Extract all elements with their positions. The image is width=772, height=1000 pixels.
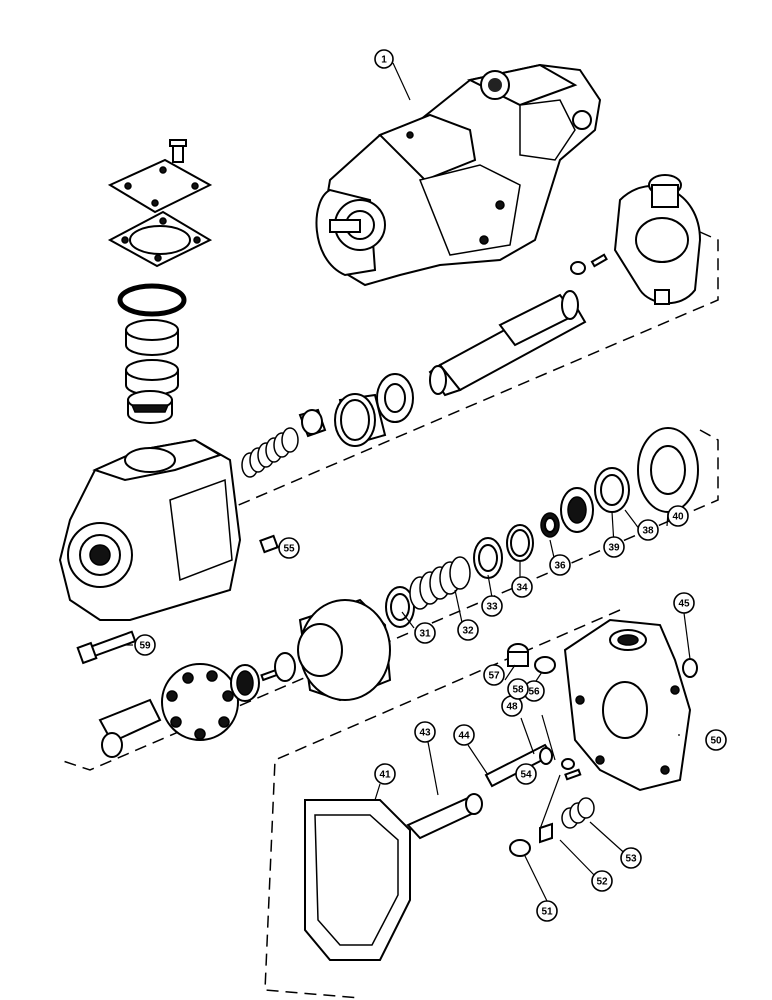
svg-text:53: 53 (625, 854, 637, 865)
svg-text:52: 52 (596, 877, 608, 888)
callout-1: 1 (374, 49, 394, 69)
svg-text:45: 45 (678, 599, 690, 610)
callout-32: 32 (457, 619, 479, 641)
callout-44: 44 (453, 724, 475, 746)
assembled-pump (315, 63, 602, 287)
callout-34: 34 (511, 576, 533, 598)
swashplate (570, 174, 702, 305)
svg-text:1: 1 (381, 55, 387, 66)
svg-text:31: 31 (419, 629, 431, 640)
svg-text:34: 34 (516, 583, 528, 594)
svg-text:48: 48 (506, 702, 518, 713)
callout-40: 40 (667, 505, 689, 527)
callout-41: 41 (374, 763, 396, 785)
svg-text:36: 36 (554, 561, 566, 572)
callout-51: 51 (536, 900, 558, 922)
shaft-bearings (298, 373, 414, 447)
svg-text:57: 57 (488, 671, 500, 682)
callout-33: 33 (481, 595, 503, 617)
input-shaft (428, 290, 587, 397)
callout-57: 57 (483, 664, 505, 686)
callout-59: 59 (134, 634, 156, 656)
svg-text:58: 58 (512, 685, 524, 696)
svg-text:43: 43 (419, 728, 431, 739)
svg-text:55: 55 (283, 544, 295, 555)
svg-text:44: 44 (458, 731, 470, 742)
ring-row (385, 427, 699, 628)
svg-text:38: 38 (642, 526, 654, 537)
spring-upper (241, 427, 299, 478)
lower-parts (304, 643, 595, 961)
leader-lines (125, 62, 691, 902)
svg-text:33: 33 (486, 602, 498, 613)
svg-text:54: 54 (520, 770, 532, 781)
piston-group (98, 598, 392, 758)
callout-52: 52 (591, 870, 613, 892)
callout-58: 58 (507, 678, 529, 700)
svg-text:50: 50 (710, 736, 722, 747)
callout-36: 36 (549, 554, 571, 576)
callouts: 1 31 32 33 34 36 38 39 40 41 43 44 45 48… (134, 49, 727, 922)
callout-38: 38 (637, 519, 659, 541)
callout-54: 54 (515, 763, 537, 785)
svg-text:41: 41 (379, 770, 391, 781)
svg-text:40: 40 (672, 512, 684, 523)
svg-text:32: 32 (462, 626, 474, 637)
cover-stack (107, 139, 213, 424)
pump-housing (58, 438, 279, 621)
callout-43: 43 (414, 721, 436, 743)
callout-45: 45 (673, 592, 695, 614)
callout-53: 53 (620, 847, 642, 869)
svg-text:39: 39 (608, 543, 620, 554)
cap-screw-59 (76, 630, 137, 665)
dashed-group-lines (59, 231, 719, 999)
callout-50: 50 (705, 729, 727, 751)
end-cover (563, 618, 698, 792)
callout-39: 39 (603, 536, 625, 558)
svg-text:56: 56 (528, 687, 540, 698)
callout-31: 31 (414, 622, 436, 644)
svg-text:51: 51 (541, 907, 553, 918)
callout-55: 55 (278, 537, 300, 559)
svg-text:59: 59 (139, 641, 151, 652)
